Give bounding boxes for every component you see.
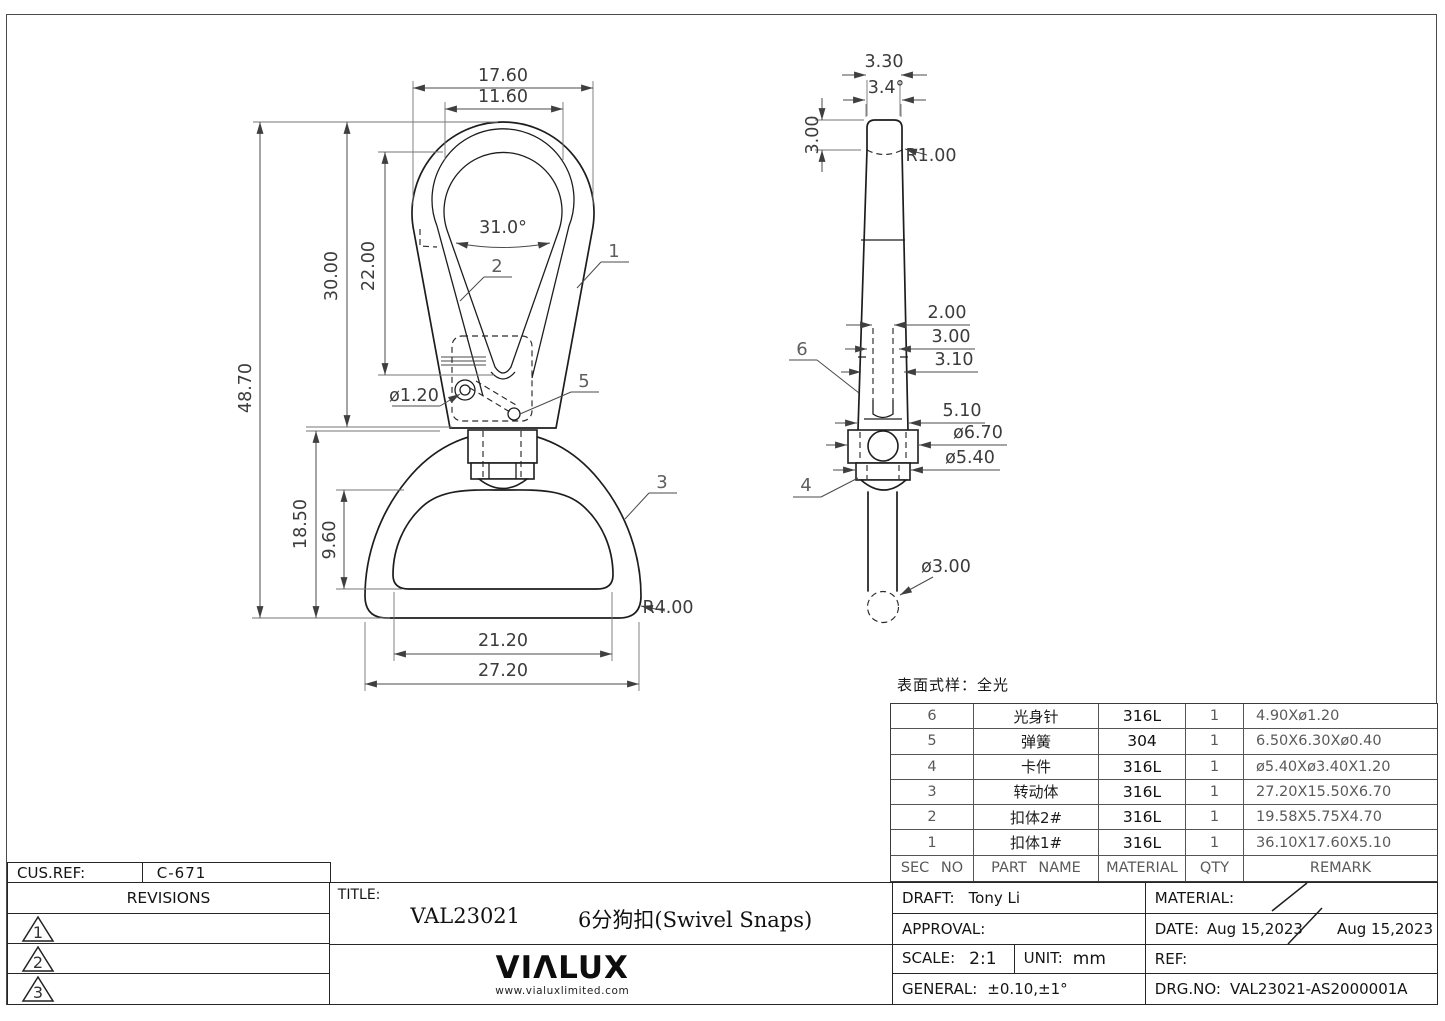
material-cell: MATERIAL: [1144,881,1438,914]
bom-cell: 扣体1# [974,830,1099,856]
revision-triangle-icon: 2 [21,945,55,972]
date-field: DATE: Aug 15,2023 Aug 15,2023 [1146,920,1433,938]
cus-ref-label-cell: CUS.REF: [7,862,143,883]
bom-cell: 316L [1099,830,1186,856]
bom-header-part-name: PART NAME [974,855,1099,881]
ref-cell: REF: [1144,944,1438,975]
bom-cell: 6 [891,704,974,730]
revision-triangle-icon: 3 [21,975,55,1002]
revisions-label: REVISIONS [126,888,211,907]
approval-label: APPROVAL: [902,920,986,939]
bom-cell: 316L [1099,754,1186,780]
general-field: GENERAL: ±0.10,±1° [893,980,1068,998]
drg-no-label: DRG.NO: [1154,980,1221,998]
unit-field: UNIT: mm [1015,949,1106,969]
bom-cell: 4.90Xø1.20 [1244,704,1437,730]
bom-cell: 光身针 [974,704,1099,730]
date-cell: DATE: Aug 15,2023 Aug 15,2023 [1144,912,1438,946]
draft-field: DRAFT: Tony Li [893,889,1020,907]
unit-value: mm [1072,949,1106,970]
draft-cell: DRAFT: Tony Li [892,881,1146,914]
scale-cell: SCALE: 2:1 [892,944,1015,975]
bom-cell: 316L [1099,779,1186,806]
revision-row-3: 3 [7,973,330,1006]
revision-row-1: 1 [7,912,330,945]
revisions-header-cell: REVISIONS [7,881,330,914]
drg-no-field: DRG.NO: VAL23021-AS2000001A [1146,980,1408,998]
bom-cell: 扣体2# [974,805,1099,831]
date-label: DATE: [1154,920,1199,939]
general-label: GENERAL: [902,980,978,998]
bom-cell: 2 [891,805,974,831]
bom-cell: 卡件 [974,754,1099,780]
title-cell: TITLE: VAL23021 6分狗扣(Swivel Snaps) [328,881,894,946]
bom-cell: 36.10X17.60X5.10 [1244,830,1437,856]
draft-label: DRAFT: [902,888,955,907]
revision-mark-3: 3 [33,983,43,1002]
general-value: ±0.10,±1° [987,980,1068,998]
scale-field: SCALE: 2:1 [893,949,997,969]
scale-label: SCALE: [902,949,956,968]
bom-cell: 1 [1186,729,1244,755]
date-value-1: Aug 15,2023 [1206,920,1303,939]
bom-cell: 1 [1186,704,1244,730]
bom-cell: 316L [1099,704,1186,730]
unit-cell: UNIT: mm [1013,944,1147,975]
general-cell: GENERAL: ±0.10,±1° [892,973,1146,1005]
bom-cell: 1 [1186,779,1244,806]
company-logo: VIΛLUX www.vialuxlimited.com [495,949,630,997]
bom-cell: 1 [1186,805,1244,831]
bom-cell: 27.20X15.50X6.70 [1244,780,1437,806]
bom-cell: 转动体 [974,779,1099,806]
surface-finish-note: 表面式样：全光 [897,676,1010,694]
bom-header-material: MATERIAL [1099,855,1186,881]
unit-label: UNIT: [1023,949,1063,968]
date-slash-gap [1311,920,1329,938]
bom-cell: 6.50X6.30Xø0.40 [1244,729,1437,755]
bom-table: 6 光身针 316L 1 4.90Xø1.20 5 弹簧 304 1 6.50X… [890,703,1438,882]
revision-row-2: 2 [7,943,330,975]
bom-cell: 弹簧 [974,729,1099,755]
bom-cell: 19.58X5.75X4.70 [1244,805,1437,831]
material-label: MATERIAL: [1154,888,1234,907]
approval-cell: APPROVAL: [892,912,1146,946]
bom-cell: 1 [1186,830,1244,856]
bom-cell: 1 [1186,754,1244,780]
vialux-logo: VIΛLUX [495,949,629,986]
cus-ref-value: C-671 [156,863,207,882]
drg-no-cell: DRG.NO: VAL23021-AS2000001A [1144,973,1438,1005]
bom-cell: 5 [891,729,974,755]
bom-cell: ø5.40Xø3.40X1.20 [1244,755,1437,780]
date-value-2: Aug 15,2023 [1336,920,1434,939]
bom-cell: 304 [1099,729,1186,755]
bom-header-qty: QTY [1186,855,1244,881]
bom-cell: 4 [891,754,974,780]
bom-cell: 3 [891,779,974,806]
revision-mark-1: 1 [33,923,43,942]
revision-triangle-icon: 1 [21,915,55,942]
logo-cell: VIΛLUX www.vialuxlimited.com [328,944,894,1006]
scale-value: 2:1 [969,949,997,970]
bom-header-remark: REMARK [1309,860,1372,877]
title-code: VAL23021 [410,903,521,928]
company-website: www.vialuxlimited.com [495,984,630,997]
cus-ref-value-cell: C-671 [141,862,331,883]
draft-value: Tony Li [968,888,1021,907]
drawing-title: VAL23021 6分狗扣(Swivel Snaps) [330,904,893,934]
bom-cell: 1 [891,830,974,856]
bom-cell: 316L [1099,805,1186,831]
revision-mark-2: 2 [33,953,43,972]
title-label: TITLE: [337,886,381,903]
cus-ref-label: CUS.REF: [17,863,86,882]
title-name: 6分狗扣(Swivel Snaps) [578,907,813,932]
drg-no-value: VAL23021-AS2000001A [1229,980,1408,998]
ref-label: REF: [1154,950,1188,969]
bom-header-sec-no: SEC NO [891,855,974,881]
